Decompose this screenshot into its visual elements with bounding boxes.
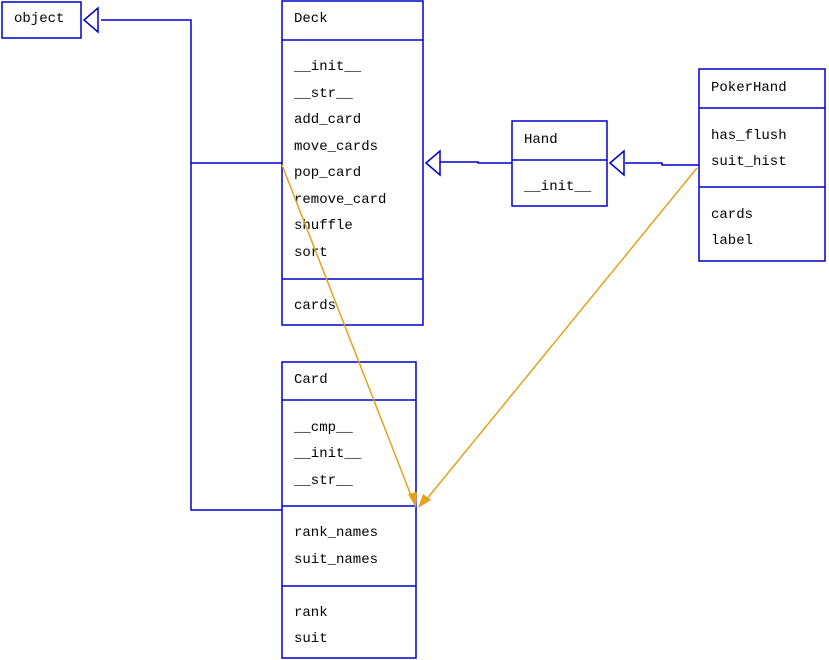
method-sort: sort xyxy=(294,245,328,261)
class-object: object xyxy=(1,1,82,39)
attribute-suit: suit xyxy=(294,631,328,647)
attribute-rank-names: rank_names xyxy=(294,525,378,541)
method-pop-card: pop_card xyxy=(294,165,361,181)
association-arrowhead-pokerhand-card xyxy=(418,494,431,508)
edge-pokerhand-to-hand xyxy=(625,162,699,166)
attribute-suit-names: suit_names xyxy=(294,552,378,568)
method-init: __init__ xyxy=(523,179,592,195)
attribute-cards: cards xyxy=(711,207,753,223)
association-deck-to-card xyxy=(281,164,413,499)
inheritance-arrowhead-hand xyxy=(608,149,625,177)
edge-hand-to-deck xyxy=(440,161,512,164)
class-pokerhand-title: PokerHand xyxy=(711,80,787,96)
class-card-title: Card xyxy=(294,372,328,388)
method-cmp: __cmp__ xyxy=(293,420,353,436)
class-card: Card __cmp__ __init__ __str__ rank_names… xyxy=(281,361,417,659)
class-deck-title: Deck xyxy=(294,11,328,27)
class-pokerhand: PokerHand has_flush suit_hist cards labe… xyxy=(698,68,826,262)
association-arrows xyxy=(281,164,698,508)
edge-card-to-object xyxy=(190,163,282,511)
attribute-label: label xyxy=(711,233,753,249)
association-pokerhand-to-card xyxy=(425,167,698,501)
method-shuffle: shuffle xyxy=(294,218,353,234)
edge-deck-to-object xyxy=(101,19,282,164)
method-move-cards: move_cards xyxy=(294,139,378,155)
inheritance-arrowhead-deck xyxy=(424,149,441,177)
class-deck: Deck __init__ __str__ add_card move_card… xyxy=(281,0,424,326)
association-arrowhead-deck-card xyxy=(408,492,417,508)
method-has-flush: has_flush xyxy=(711,128,787,144)
attribute-cards: cards xyxy=(294,298,336,314)
inheritance-arrowhead-object xyxy=(82,6,99,34)
method-init: __init__ xyxy=(293,446,362,462)
method-add-card: add_card xyxy=(294,112,361,128)
method-remove-card: remove_card xyxy=(294,192,386,208)
method-str: __str__ xyxy=(293,473,353,489)
class-hand: Hand __init__ xyxy=(511,120,608,207)
method-str: __str__ xyxy=(293,86,353,102)
method-init: __init__ xyxy=(293,59,362,75)
attribute-rank: rank xyxy=(294,605,328,621)
method-suit-hist: suit_hist xyxy=(711,154,787,170)
inheritance-connectors xyxy=(82,6,699,511)
class-object-title: object xyxy=(14,11,64,27)
class-hand-title: Hand xyxy=(524,132,558,148)
